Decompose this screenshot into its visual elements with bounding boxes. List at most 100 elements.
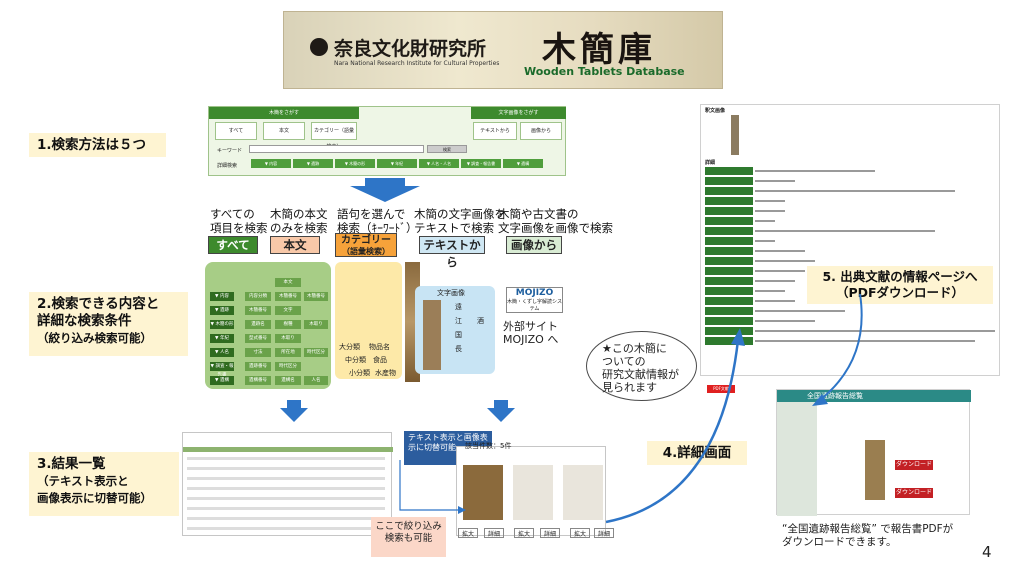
zoom-button[interactable]: 拡大: [570, 528, 590, 538]
detail-button[interactable]: 詳細: [540, 528, 560, 538]
subtab-report[interactable]: ▼ 調査・報告書: [461, 159, 501, 168]
detail-field-content[interactable]: ▼ 内容: [210, 292, 234, 301]
char-label: 国: [455, 330, 462, 340]
down-arrow-icon: [280, 400, 308, 422]
detail-option[interactable]: 木簡番号: [304, 292, 328, 301]
database-banner: 奈良文化財研究所 Nara National Research Institut…: [283, 11, 723, 89]
search-button[interactable]: 検索: [427, 145, 467, 153]
category-level-major[interactable]: 大分類: [339, 342, 360, 352]
detail-option[interactable]: 木取り: [275, 334, 301, 343]
category-terms-panel: 大分類 物品名 中分類 食品 小分類 水産物: [335, 262, 402, 379]
subtab-site[interactable]: ▼ 遺跡: [293, 159, 333, 168]
download-button[interactable]: ダウンロード: [895, 460, 933, 470]
detail-option[interactable]: 人名: [304, 376, 328, 385]
mode-text-desc: 木簡の本文のみを検索: [270, 207, 328, 235]
category-food[interactable]: 食品: [373, 355, 387, 365]
step3-label: 3.結果一覧 （テキスト表示と 画像表示に切替可能）: [29, 452, 179, 516]
detail-field-site[interactable]: ▼ 遺跡: [210, 306, 234, 315]
step2-line2: 詳細な検索条件: [37, 313, 180, 330]
mode-fromimage-button[interactable]: 画像から: [506, 236, 562, 254]
detail-option[interactable]: 寸法: [245, 348, 271, 357]
mojizo-link[interactable]: 外部サイト MOJIZO へ: [503, 320, 558, 346]
zoom-button[interactable]: 拡大: [458, 528, 478, 538]
database-title: 木簡庫: [542, 22, 656, 71]
report-caption: “全国遺跡報告総覧” で報告書PDFが ダウンロードできます。: [782, 523, 953, 549]
subtab-shape[interactable]: ▼ 木簡の形: [335, 159, 375, 168]
mode-fromimage-desc: 木簡や古文書の文字画像を画像で検索: [498, 207, 613, 235]
search-panel: 木簡をさがす 文字画像をさがす すべて 本文 カテゴリー（語彙検索） テキストか…: [208, 106, 566, 176]
tab-from-image[interactable]: 画像から: [520, 122, 562, 140]
category-level-mid[interactable]: 中分類: [345, 355, 366, 365]
keyword-label: キーワード: [217, 147, 242, 154]
mode-all-button[interactable]: すべて: [208, 236, 258, 254]
mode-category-button[interactable]: カテゴリー（語彙検索）: [335, 233, 397, 257]
mode-all-desc: すべての項目を検索: [210, 207, 268, 235]
char-label: 酒: [477, 316, 484, 326]
detail-option[interactable]: 遺構番号: [245, 376, 271, 385]
category-item[interactable]: 物品名: [369, 342, 390, 352]
report-arrow-icon: [800, 290, 880, 410]
detail-option[interactable]: 文字: [275, 306, 301, 315]
char-image: [423, 300, 441, 370]
detail-option[interactable]: 所在地: [275, 348, 301, 357]
subtab-era[interactable]: ▼ 年紀: [377, 159, 417, 168]
zoom-button[interactable]: 拡大: [514, 528, 534, 538]
detail-option[interactable]: 木取り: [304, 320, 328, 329]
detail-option[interactable]: 遺跡番号: [245, 362, 271, 371]
detail-option[interactable]: 木簡番号: [245, 306, 271, 315]
mode-category-desc: 語句を選んで検索（ｷｰﾜｰﾄﾞ）: [337, 207, 418, 235]
detail-field-era[interactable]: ▼ 年紀: [210, 334, 234, 343]
filter-note: ここで絞り込み検索も可能: [371, 517, 446, 557]
detail-field-shape[interactable]: ▼ 木簡の形: [210, 320, 234, 329]
detail-option[interactable]: 遺構名: [275, 376, 301, 385]
subtab-person[interactable]: ▼ 人名・人名: [419, 159, 459, 168]
char-label: 江: [455, 316, 462, 326]
detail-option[interactable]: 樹種: [275, 320, 301, 329]
keyword-input[interactable]: [249, 145, 424, 153]
detail-option[interactable]: 木簡番号: [275, 292, 301, 301]
detail-option[interactable]: 本文: [275, 278, 301, 287]
step3-sub2: 画像表示に切替可能）: [37, 490, 171, 507]
institute-name-en: Nara National Research Institute for Cul…: [334, 60, 499, 67]
results-table: [182, 432, 392, 536]
category-level-minor[interactable]: 小分類: [349, 368, 370, 378]
tab-all[interactable]: すべて: [215, 122, 257, 140]
step1-label: 1.検索方法は５つ: [29, 133, 166, 157]
subtab-feature[interactable]: ▼ 遺構: [503, 159, 543, 168]
detail-field-report[interactable]: ▼ 調査・報告書: [210, 362, 234, 371]
detail-field-feature[interactable]: ▼ 遺構: [210, 376, 234, 385]
page-number: 4: [982, 543, 992, 561]
tab-text[interactable]: 本文: [263, 122, 305, 140]
mojizo-logo[interactable]: MOJIZO 木簡・くずし字解読システム: [506, 287, 563, 313]
detail-button[interactable]: 詳細: [484, 528, 504, 538]
down-arrow-icon: [487, 400, 515, 422]
tab-from-text[interactable]: テキストから: [473, 122, 517, 140]
mode-fromtext-desc: 木簡の文字画像をテキストで検索: [414, 207, 506, 235]
institute-logo-icon: [310, 38, 328, 56]
detail-conditions-panel: ▼ 内容 ▼ 遺跡 ▼ 木簡の形 ▼ 年紀 ▼ 人名 ▼ 調査・報告書 ▼ 遺構…: [205, 262, 331, 389]
mode-fromtext-button[interactable]: テキストから: [419, 236, 485, 254]
detail-arrow-icon: [600, 300, 760, 530]
detail-option[interactable]: 内容分類: [245, 292, 271, 301]
category-seafood[interactable]: 水産物: [375, 368, 396, 378]
detail-search-label: 詳細検索: [217, 162, 237, 169]
subtab-content[interactable]: ▼ 内容: [251, 159, 291, 168]
mode-text-button[interactable]: 本文: [270, 236, 320, 254]
detail-option[interactable]: 型式番号: [245, 334, 271, 343]
detail-field-person[interactable]: ▼ 人名: [210, 348, 234, 357]
tab-category[interactable]: カテゴリー（語彙検索）: [311, 122, 357, 140]
detail-header: 釈文画像: [705, 107, 725, 114]
down-arrow-icon: [350, 178, 420, 202]
report-cover: [865, 440, 885, 500]
detail-option[interactable]: 時代区分: [275, 362, 301, 371]
detail-option[interactable]: 遺跡名: [245, 320, 271, 329]
char-label: 遠: [455, 302, 462, 312]
text-image-panel: 文字画像 遠 江 国 長 酒: [415, 286, 495, 374]
detail-option[interactable]: 時代区分: [304, 348, 328, 357]
step2-label: 2.検索できる内容と 詳細な検索条件 （絞り込み検索可能）: [29, 292, 188, 356]
step3-sub1: （テキスト表示と: [37, 473, 171, 490]
institute-name: 奈良文化財研究所: [334, 34, 486, 61]
search-image-header: 文字画像をさがす: [471, 107, 566, 119]
step3-line1: 3.結果一覧: [37, 456, 171, 473]
download-button[interactable]: ダウンロード: [895, 488, 933, 498]
